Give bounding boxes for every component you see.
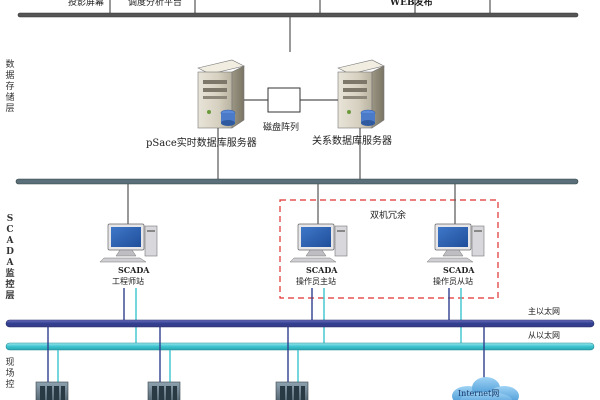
relational-server-icon	[337, 59, 385, 129]
plc-icon	[275, 381, 309, 400]
station-title: SCADA	[306, 265, 338, 275]
secondary-ethernet-label: 从以太网	[528, 331, 560, 340]
top-label-projection: 投影屏幕	[68, 0, 105, 8]
station-title: SCADA	[443, 265, 475, 275]
primary-ethernet-bus	[5, 319, 595, 328]
station-title: SCADA	[118, 265, 150, 275]
top-bus	[17, 12, 579, 18]
secondary-ethernet-bus	[5, 342, 595, 351]
station-subtitle: 操作员从站	[433, 277, 473, 286]
scada-layer-label: SCADA监控层	[5, 214, 15, 301]
redundancy-box	[279, 199, 499, 299]
top-label-dispatch: 调度分析平台	[128, 0, 183, 8]
field-layer-label: 现场控	[5, 358, 15, 390]
realtime-server-icon	[197, 59, 245, 129]
internet-label: Internet网	[458, 389, 500, 398]
disk-array-box	[267, 87, 301, 113]
station-subtitle: 工程师站	[112, 277, 144, 286]
engineer-workstation-icon	[99, 223, 158, 263]
redundancy-label: 双机冗余	[370, 211, 407, 221]
storage-layer-label: 数据存储层	[5, 60, 15, 114]
station-subtitle: 操作员主站	[296, 277, 336, 286]
disk-array-label: 磁盘阵列	[263, 123, 300, 133]
internet-cloud-icon	[452, 377, 519, 400]
operator-backup-workstation-icon	[426, 223, 485, 263]
primary-ethernet-label: 主以太网	[528, 307, 560, 316]
plc-icon	[147, 381, 181, 400]
relational-server-label: 关系数据库服务器	[312, 136, 392, 147]
scada-upper-bus	[15, 178, 579, 185]
operator-main-workstation-icon	[289, 223, 348, 263]
plc-icon	[35, 381, 69, 400]
top-label-web: WEB发布	[390, 0, 433, 8]
realtime-server-label: pSace实时数据库服务器	[146, 138, 257, 149]
